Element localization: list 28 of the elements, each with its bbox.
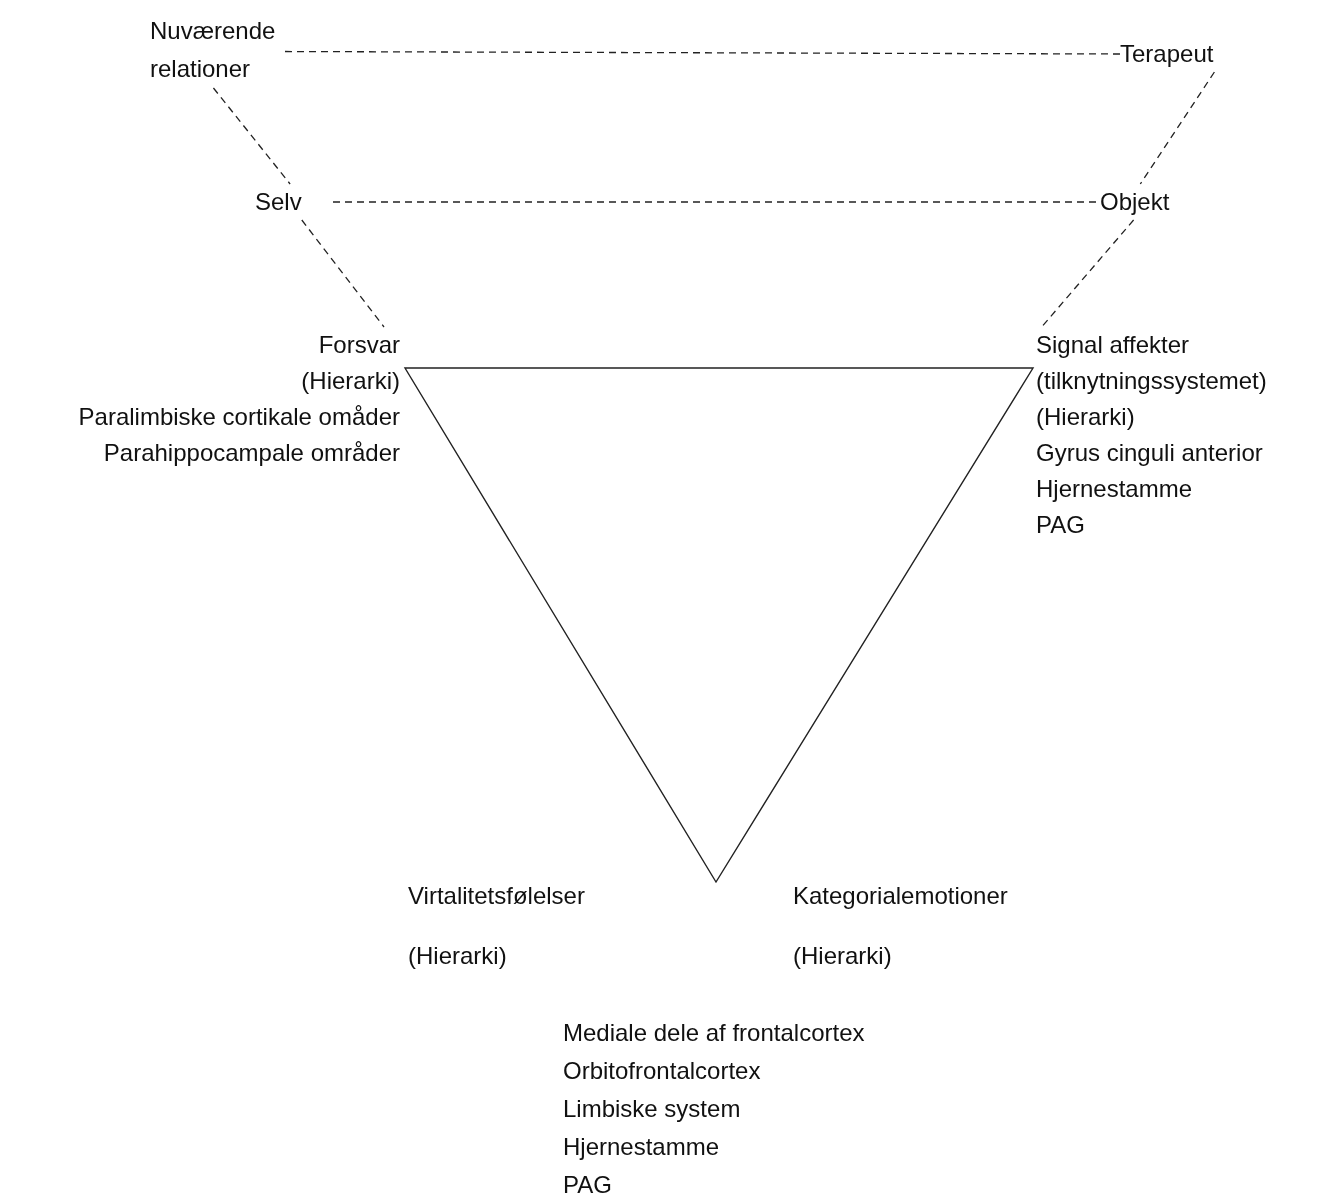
node-text: Signal affekter bbox=[1036, 330, 1190, 360]
node-text: Gyrus cinguli anterior bbox=[1036, 438, 1264, 468]
node-text: Nuværende relationer bbox=[150, 16, 277, 84]
region-label: Limbiske system bbox=[563, 1094, 741, 1124]
region-label: Mediale dele af frontalcortex bbox=[563, 1018, 865, 1048]
node-text: Selv bbox=[255, 187, 303, 217]
node-text: (tilknytningssystemet) bbox=[1036, 366, 1268, 396]
dashed-line bbox=[301, 219, 385, 328]
category-label: Kategorialemotioner bbox=[793, 881, 1008, 911]
node-text: Hjernestamme bbox=[1036, 474, 1194, 504]
node-text: (Hierarki) bbox=[300, 366, 400, 396]
dashed-line bbox=[284, 50, 1121, 55]
node-text: Forsvar bbox=[317, 330, 400, 360]
region-label: Orbitofrontalcortex bbox=[563, 1056, 761, 1086]
node-text: Terapeut bbox=[1120, 39, 1215, 69]
dashed-line bbox=[212, 87, 291, 185]
node-text: PAG bbox=[1036, 510, 1086, 540]
node-text: Objekt bbox=[1100, 187, 1171, 217]
node-text: (Hierarki) bbox=[1036, 402, 1136, 432]
node-text: Paralimbiske cortikale omåder bbox=[77, 402, 400, 432]
dashed-line bbox=[1041, 219, 1135, 328]
region-label: Hjernestamme bbox=[563, 1132, 720, 1162]
category-label: Virtalitetsfølelser bbox=[408, 881, 585, 911]
dashed-line bbox=[1139, 71, 1216, 185]
note-label: (Hierarki) bbox=[408, 941, 507, 971]
note-label: (Hierarki) bbox=[793, 941, 892, 971]
region-label: PAG bbox=[563, 1170, 612, 1199]
node-text: Parahippocampale områder bbox=[102, 438, 400, 468]
